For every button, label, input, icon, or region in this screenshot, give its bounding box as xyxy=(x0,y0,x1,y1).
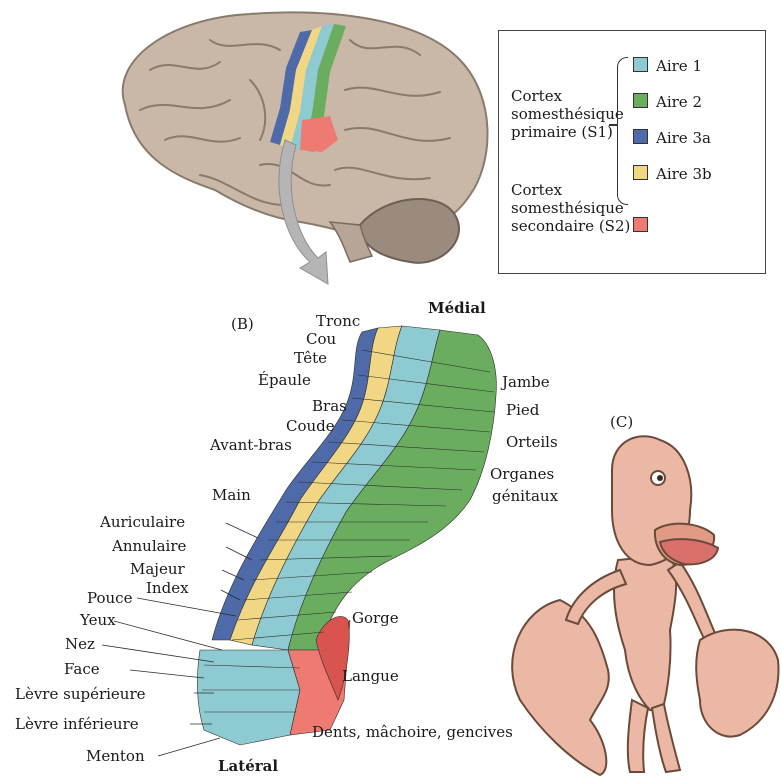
legend-secondary-line: secondaire (S2) xyxy=(511,217,630,235)
homunculus-left-leg xyxy=(628,700,648,772)
label-gorge: Gorge xyxy=(352,610,399,626)
medial-label: Médial xyxy=(428,300,486,316)
label-avant-bras: Avant-bras xyxy=(210,437,292,453)
legend-secondary-line: somesthésique xyxy=(511,199,630,217)
legend-item-s2 xyxy=(633,217,656,235)
homunculus-pupil xyxy=(657,475,663,481)
legend-secondary-line: Cortex xyxy=(511,181,630,199)
label-genitaux: génitaux xyxy=(492,488,558,504)
homunculus-right-hand xyxy=(696,630,778,737)
legend-label-aire-2: Aire 2 xyxy=(656,93,702,111)
legend: Cortex somesthésique primaire (S1) Aire … xyxy=(498,30,766,274)
label-epaule: Épaule xyxy=(258,372,311,388)
legend-label-aire-1: Aire 1 xyxy=(656,57,702,75)
homunculus-right-leg xyxy=(652,704,680,772)
label-organes: Organes xyxy=(490,466,554,482)
label-menton: Menton xyxy=(86,748,145,764)
legend-swatch-aire-3a xyxy=(633,129,648,144)
legend-secondary-label: Cortex somesthésique secondaire (S2) xyxy=(511,181,630,235)
label-pouce: Pouce xyxy=(87,590,132,606)
label-yeux: Yeux xyxy=(80,612,116,628)
homunculus-left-hand xyxy=(512,600,609,775)
legend-primary-line: Cortex xyxy=(511,87,624,105)
legend-swatch-aire-1 xyxy=(633,57,648,72)
label-main: Main xyxy=(212,487,251,503)
legend-item-aire-3b: Aire 3b xyxy=(633,165,712,183)
label-dents-machoire-gencives: Dents, mâchoire, gencives xyxy=(312,724,513,740)
legend-item-aire-2: Aire 2 xyxy=(633,93,702,111)
panel-b-label: (B) xyxy=(231,316,254,332)
label-bras: Bras xyxy=(312,398,347,414)
label-cou: Cou xyxy=(306,331,336,347)
label-face: Face xyxy=(64,661,100,677)
legend-primary-label: Cortex somesthésique primaire (S1) xyxy=(511,87,624,141)
label-langue: Langue xyxy=(342,668,399,684)
label-jambe: Jambe xyxy=(502,374,550,390)
legend-label-aire-3b: Aire 3b xyxy=(656,165,712,183)
brain-illustration xyxy=(123,12,488,284)
label-levre-superieure: Lèvre supérieure xyxy=(15,686,146,702)
legend-item-aire-3a: Aire 3a xyxy=(633,129,711,147)
label-tronc: Tronc xyxy=(316,313,360,329)
legend-label-aire-3a: Aire 3a xyxy=(656,129,711,147)
label-tete: Tête xyxy=(294,350,327,366)
legend-swatch-aire-2 xyxy=(633,93,648,108)
label-orteils: Orteils xyxy=(506,434,558,450)
legend-item-aire-1: Aire 1 xyxy=(633,57,702,75)
label-levre-inferieure: Lèvre inférieure xyxy=(15,716,139,732)
legend-swatch-s2 xyxy=(633,217,648,232)
label-pied: Pied xyxy=(506,402,539,418)
label-majeur: Majeur xyxy=(130,561,185,577)
label-index: Index xyxy=(146,580,189,596)
lateral-label: Latéral xyxy=(218,758,278,774)
label-auriculaire: Auriculaire xyxy=(100,514,185,530)
legend-primary-line: somesthésique xyxy=(511,105,624,123)
panel-c-label: (C) xyxy=(610,414,633,430)
legend-swatch-aire-3b xyxy=(633,165,648,180)
map-face-zone xyxy=(197,650,300,745)
label-coude: Coude xyxy=(286,418,335,434)
legend-primary-line: primaire (S1) xyxy=(511,123,624,141)
label-nez: Nez xyxy=(65,636,95,652)
label-annulaire: Annulaire xyxy=(112,538,186,554)
